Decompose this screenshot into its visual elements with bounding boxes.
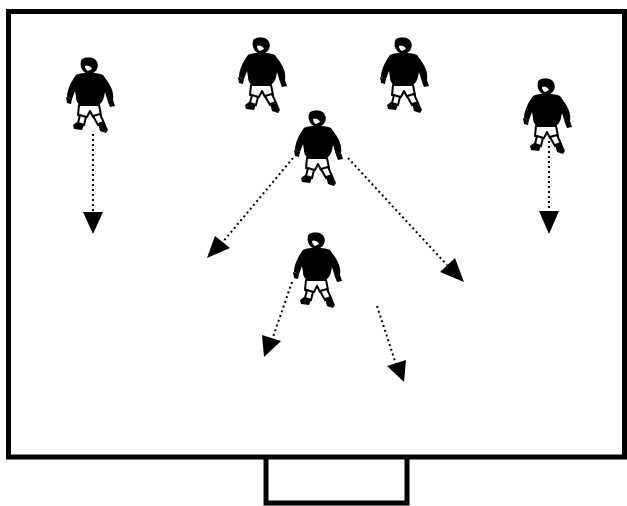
running-player-icon (522, 77, 573, 155)
arrow-center-to-lower-right (347, 157, 464, 282)
goal (263, 459, 410, 506)
player-top-center-right (379, 36, 430, 114)
pitch-boundary (6, 9, 627, 460)
running-player-icon (237, 36, 288, 114)
player-lower-center (292, 231, 343, 309)
arrow-lower-center-down-right (376, 305, 406, 382)
goal-frame (263, 459, 410, 506)
arrow-center-to-lower-left (207, 157, 294, 258)
running-player-icon (65, 56, 116, 134)
running-player-icon (292, 231, 343, 309)
player-top-center-left (237, 36, 288, 114)
running-player-icon (293, 109, 344, 187)
arrow-left-player-down (83, 134, 103, 234)
movement-arrows (83, 134, 559, 382)
player-right (522, 77, 573, 155)
running-player-icon (379, 36, 430, 114)
arrow-lower-center-down-left (262, 281, 293, 357)
player-center (293, 109, 344, 187)
player-left (65, 56, 116, 134)
arrow-right-player-down (539, 141, 559, 234)
